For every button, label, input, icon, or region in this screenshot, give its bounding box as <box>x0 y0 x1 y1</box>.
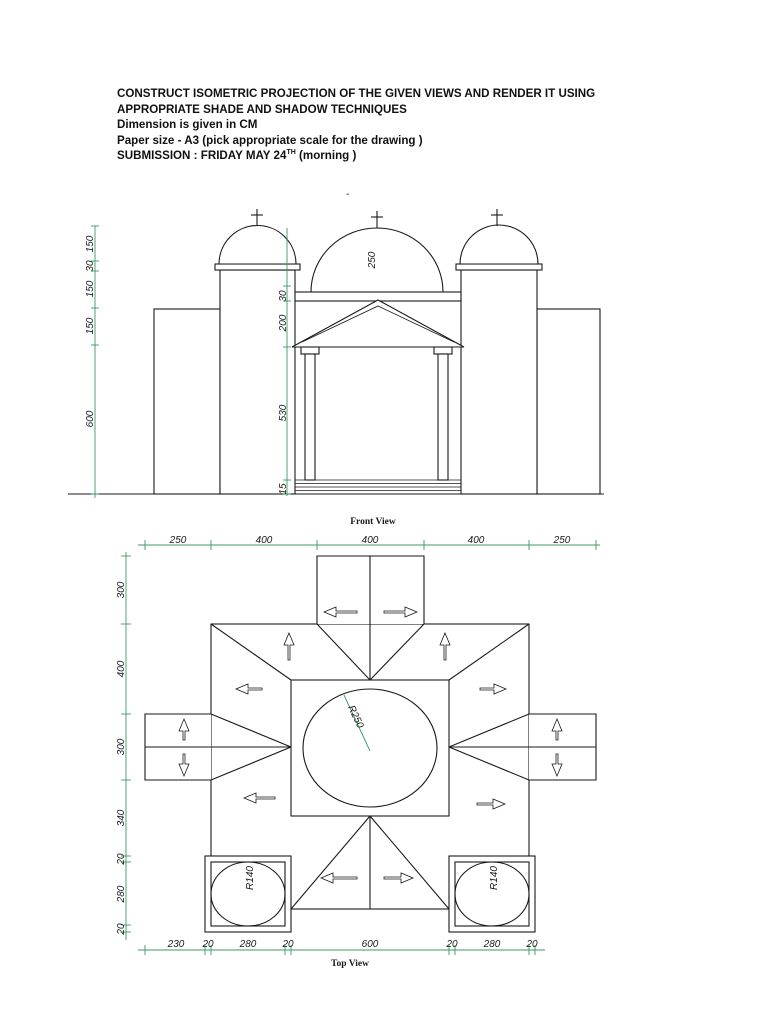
bottom-porch-roof <box>290 815 450 910</box>
central-dome <box>310 227 444 293</box>
submission-text: SUBMISSION : FRIDAY MAY 24 <box>117 149 287 162</box>
dim-bottom-1: 230 <box>167 939 185 950</box>
pediment <box>291 299 465 348</box>
arrow-right-icon <box>476 798 507 810</box>
right-cross-icon <box>491 209 503 226</box>
top-view: 250 400 400 400 250 300 400 300 340 20 2… <box>116 535 600 969</box>
left-tower <box>219 269 296 495</box>
right-wing <box>536 308 601 495</box>
slope-arrows <box>178 606 563 884</box>
arrow-left-icon <box>322 606 358 618</box>
left-wing <box>153 308 221 495</box>
dim-bottom-5: 600 <box>362 939 379 950</box>
dim-bottom-7: 280 <box>483 939 501 950</box>
dim-top-3: 400 <box>362 535 379 546</box>
left-corner-radius-label: R140 <box>245 866 256 890</box>
right-tower-cornice <box>455 263 543 271</box>
center-cross-icon <box>371 211 383 228</box>
left-porch-roof <box>144 713 292 781</box>
central-dome-circle <box>302 688 438 808</box>
dim-front-inner-5: 15 <box>278 483 289 495</box>
bottom-dimension-chain <box>138 945 545 955</box>
left-cross-icon <box>251 209 263 226</box>
left-tower-dome <box>218 224 297 265</box>
instruction-line-1: CONSTRUCT ISOMETRIC PROJECTION OF THE GI… <box>117 87 596 100</box>
dim-bottom-6: 20 <box>445 939 458 950</box>
left-corner-tower <box>204 855 292 933</box>
dim-front-left-1: 150 <box>85 235 96 252</box>
entrance-steps <box>295 479 461 491</box>
front-left-dimension-chain <box>91 225 99 498</box>
arrow-left-icon <box>234 683 263 695</box>
dim-bottom-4: 20 <box>281 939 294 950</box>
dim-top-2: 400 <box>256 535 273 546</box>
left-column <box>304 353 316 481</box>
right-corner-radius-label: R140 <box>489 866 500 890</box>
instruction-line-5: SUBMISSION : FRIDAY MAY 24TH (morning ) <box>117 148 677 164</box>
dim-top-left-6: 280 <box>116 885 127 903</box>
dim-top-left-4: 340 <box>116 809 127 826</box>
arrow-right-icon <box>479 683 508 695</box>
dim-front-inner-3: 200 <box>278 314 289 332</box>
dim-front-left-4: 150 <box>85 317 96 334</box>
front-view-caption: Front View <box>350 517 396 527</box>
dim-top-1: 250 <box>169 535 187 546</box>
right-porch-roof <box>448 713 597 781</box>
top-view-caption: Top View <box>331 959 369 969</box>
central-dome-base <box>290 679 450 817</box>
right-column <box>437 353 449 481</box>
dim-top-left-7: 20 <box>116 923 127 936</box>
front-view: 150 30 150 150 600 250 30 200 530 15 Fro… <box>68 209 604 527</box>
dim-bottom-2: 20 <box>201 939 214 950</box>
dim-front-left-3: 150 <box>85 280 96 297</box>
dim-top-left-1: 300 <box>116 581 127 598</box>
right-column-capital <box>433 346 453 355</box>
top-dimension-chain <box>138 540 600 550</box>
arrow-left-icon <box>242 792 276 804</box>
arrow-left-icon <box>319 872 358 884</box>
submission-time: (morning ) <box>295 149 357 162</box>
dim-top-left-2: 400 <box>116 660 127 677</box>
arrow-down-icon <box>551 753 563 778</box>
dim-top-left-3: 300 <box>116 738 127 755</box>
top-left-dimension-chain <box>121 552 131 940</box>
dim-top-4: 400 <box>468 535 485 546</box>
instruction-line-4: Paper size - A3 (pick appropriate scale … <box>117 133 423 147</box>
arrow-up-icon <box>283 631 295 661</box>
dim-front-left-5: 600 <box>85 410 96 427</box>
dim-top-left-5: 20 <box>116 853 127 866</box>
right-tower-dome <box>459 224 539 265</box>
arrow-up-icon <box>551 717 563 741</box>
dim-front-left-2: 30 <box>85 260 96 272</box>
submission-superscript: TH <box>286 149 296 157</box>
arrow-right-icon <box>383 872 415 884</box>
central-radius-line <box>343 694 371 752</box>
instruction-line-3: Dimension is given in CM <box>117 118 258 131</box>
instruction-line-2: APPROPRIATE SHADE AND SHADOW TECHNIQUES <box>117 102 407 116</box>
arrow-up-icon <box>439 631 451 661</box>
stray-mark: - <box>346 189 349 200</box>
front-inner-dimension-chain <box>283 228 291 496</box>
dim-bottom-3: 280 <box>239 939 257 950</box>
arrow-up-icon <box>178 717 190 741</box>
left-column-capital <box>300 346 320 355</box>
arrow-down-icon <box>178 753 190 778</box>
arrow-right-icon <box>383 606 419 618</box>
dim-top-5: 250 <box>553 535 571 546</box>
dim-central-dome-height: 250 <box>367 251 378 269</box>
top-porch-roof <box>316 555 425 681</box>
dim-front-inner-2: 30 <box>278 290 289 302</box>
dim-front-inner-4: 530 <box>278 404 289 421</box>
roof-hip-lines <box>210 623 530 681</box>
right-corner-tower <box>448 855 536 933</box>
dim-bottom-8: 20 <box>525 939 538 950</box>
instructions-block: CONSTRUCT ISOMETRIC PROJECTION OF THE GI… <box>117 86 677 164</box>
right-tower <box>460 269 538 495</box>
